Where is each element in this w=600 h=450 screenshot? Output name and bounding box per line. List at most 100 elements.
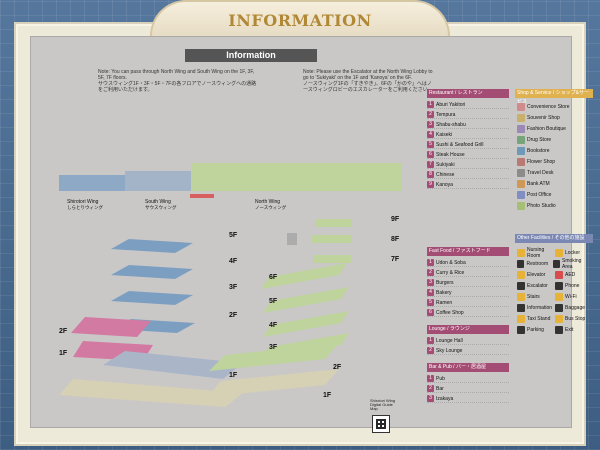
right-floor-label-1f: 1F xyxy=(323,392,332,399)
shop-icon xyxy=(517,190,525,199)
right-floor-label-4f: 4F xyxy=(269,322,278,329)
shop-icon xyxy=(517,113,525,122)
shop-item[interactable]: Bank ATM xyxy=(517,178,591,189)
shop-item[interactable]: Bookstore xyxy=(517,145,591,156)
nursing-room-icon xyxy=(517,248,525,257)
qr-code[interactable] xyxy=(372,415,390,433)
phone-icon xyxy=(555,281,563,290)
restaurant-item-name: Kanoya xyxy=(436,181,453,188)
shop-icon xyxy=(517,124,525,133)
baggage-icon xyxy=(555,303,563,312)
restaurant-item-number-badge: 4 xyxy=(427,131,434,138)
restaurant-item-name: Tempura xyxy=(436,111,456,118)
information-panel: Information Note: You can pass through N… xyxy=(30,36,593,433)
facility-name: Locker xyxy=(565,249,581,256)
shop-icon xyxy=(517,179,525,188)
restaurant-item-name: Sukiyaki xyxy=(436,161,455,168)
facility-name: Restroom xyxy=(526,260,549,267)
facility-name: Exit xyxy=(565,326,574,333)
south-wing-jp-label: しらとりウィング xyxy=(67,204,103,211)
information-icon xyxy=(517,303,525,312)
facility-row: Nursing Room Locker xyxy=(517,246,591,259)
bar-item-number-badge: 2 xyxy=(427,385,434,392)
shop-item[interactable]: Drug Store xyxy=(517,134,591,145)
left-floor-label-3f: 3F xyxy=(229,284,238,291)
facility-row: Taxi Stand Bus Stop xyxy=(517,313,591,324)
bus-stop-icon xyxy=(555,314,563,323)
center-wing-jp-label: サウスウィング xyxy=(145,204,177,211)
restaurant-item-number-badge: 7 xyxy=(427,161,434,168)
facility-name: AED xyxy=(565,271,576,278)
map-illustration: Shirotori Wing しらとりウィング South Wing サウスウィ… xyxy=(59,163,402,407)
lounge-item-name: Lounge Hall xyxy=(436,337,463,344)
shop-item-name: Flower Shop xyxy=(527,158,556,165)
restroom-icon xyxy=(517,259,525,268)
lounge-item-number-badge: 2 xyxy=(427,347,434,354)
facility-name: Wi-Fi xyxy=(565,293,577,300)
shop-item-name: Convenience Store xyxy=(527,103,570,110)
shop-item[interactable]: Travel Desk xyxy=(517,167,591,178)
shop-icon xyxy=(517,135,525,144)
intro-left: Note: You can pass through North Wing an… xyxy=(98,69,258,93)
shop-item[interactable]: Souvenir Shop xyxy=(517,112,591,123)
facility-name: Information xyxy=(527,304,553,311)
fast-food-item-name: Ramen xyxy=(436,299,453,306)
elevator-icon xyxy=(517,270,525,279)
restaurant-item-name: Chinese xyxy=(436,171,455,178)
restaurant-item-name: Sushi & Seafood Grill xyxy=(436,141,484,148)
shop-icon xyxy=(517,157,525,166)
intro-right: Note: Please use the Escalator at the No… xyxy=(303,69,433,93)
restaurant-item-name: Shabu-shabu xyxy=(436,121,466,128)
shop-item[interactable]: Post Office xyxy=(517,189,591,200)
shop-item-name: Souvenir Shop xyxy=(527,114,560,121)
left-floor-label-4f: 4F xyxy=(229,258,238,265)
shop-item[interactable]: Fashion Boutique xyxy=(517,123,591,134)
facility-name: Nursing Room xyxy=(527,246,545,259)
shop-item-name: Post Office xyxy=(527,191,552,198)
facility-name: Smoking Area xyxy=(561,257,582,270)
shop-item-name: Photo Studio xyxy=(527,202,556,209)
shop-item[interactable]: Convenience Store xyxy=(517,101,591,112)
facility-name: Escalator xyxy=(527,282,548,289)
facility-map: Shirotori Wing しらとりウィング South Wing サウスウィ… xyxy=(47,107,407,433)
facility-name: Baggage xyxy=(565,304,586,311)
facility-name: Phone xyxy=(565,282,580,289)
stairs-icon xyxy=(517,292,525,301)
right-floor-label-7f: 7F xyxy=(391,256,400,263)
bar-item-name: Izakaya xyxy=(436,395,454,402)
facility-name: Elevator xyxy=(527,271,546,278)
bar-item-name: Pub xyxy=(436,375,445,382)
left-floor-label-5f: 5F xyxy=(229,232,238,239)
fast-food-item-number-badge: 3 xyxy=(427,279,434,286)
bar-item-name: Bar xyxy=(436,385,444,392)
shop-item[interactable]: Photo Studio xyxy=(517,200,591,211)
section-bar: Bar & Pub / バー・居酒屋 xyxy=(427,363,509,372)
section-lounge: Lounge / ラウンジ xyxy=(427,325,509,334)
qr-note: Shirotori Wing Digital Guide Map xyxy=(370,398,396,411)
shop-item[interactable]: Flower Shop xyxy=(517,156,591,167)
fast-food-item-number-badge: 6 xyxy=(427,309,434,316)
right-floor-label-5f: 5F xyxy=(269,298,278,305)
fast-food-item-number-badge: 1 xyxy=(427,259,434,266)
